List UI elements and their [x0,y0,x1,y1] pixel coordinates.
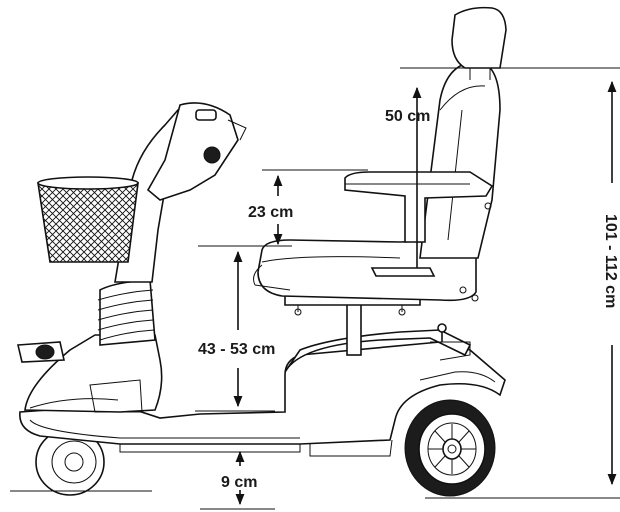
scooter-icon [17,6,507,497]
rear-wheel-icon [404,399,496,497]
ground-clearance-label: 9 cm [221,474,257,491]
total-height-label: 101 - 112 cm [602,214,619,308]
dimension-lines [10,67,620,510]
scooter-deck [19,341,506,445]
backrest-height-label: 50 cm [385,108,430,125]
control-head [146,102,239,201]
basket-icon [37,176,139,263]
seat-height-label: 43 - 53 cm [198,341,275,358]
armrest-height-label: 23 cm [248,204,293,221]
headlight-icon [17,341,65,363]
tiller-column [99,279,156,346]
seat-icon [253,6,507,302]
